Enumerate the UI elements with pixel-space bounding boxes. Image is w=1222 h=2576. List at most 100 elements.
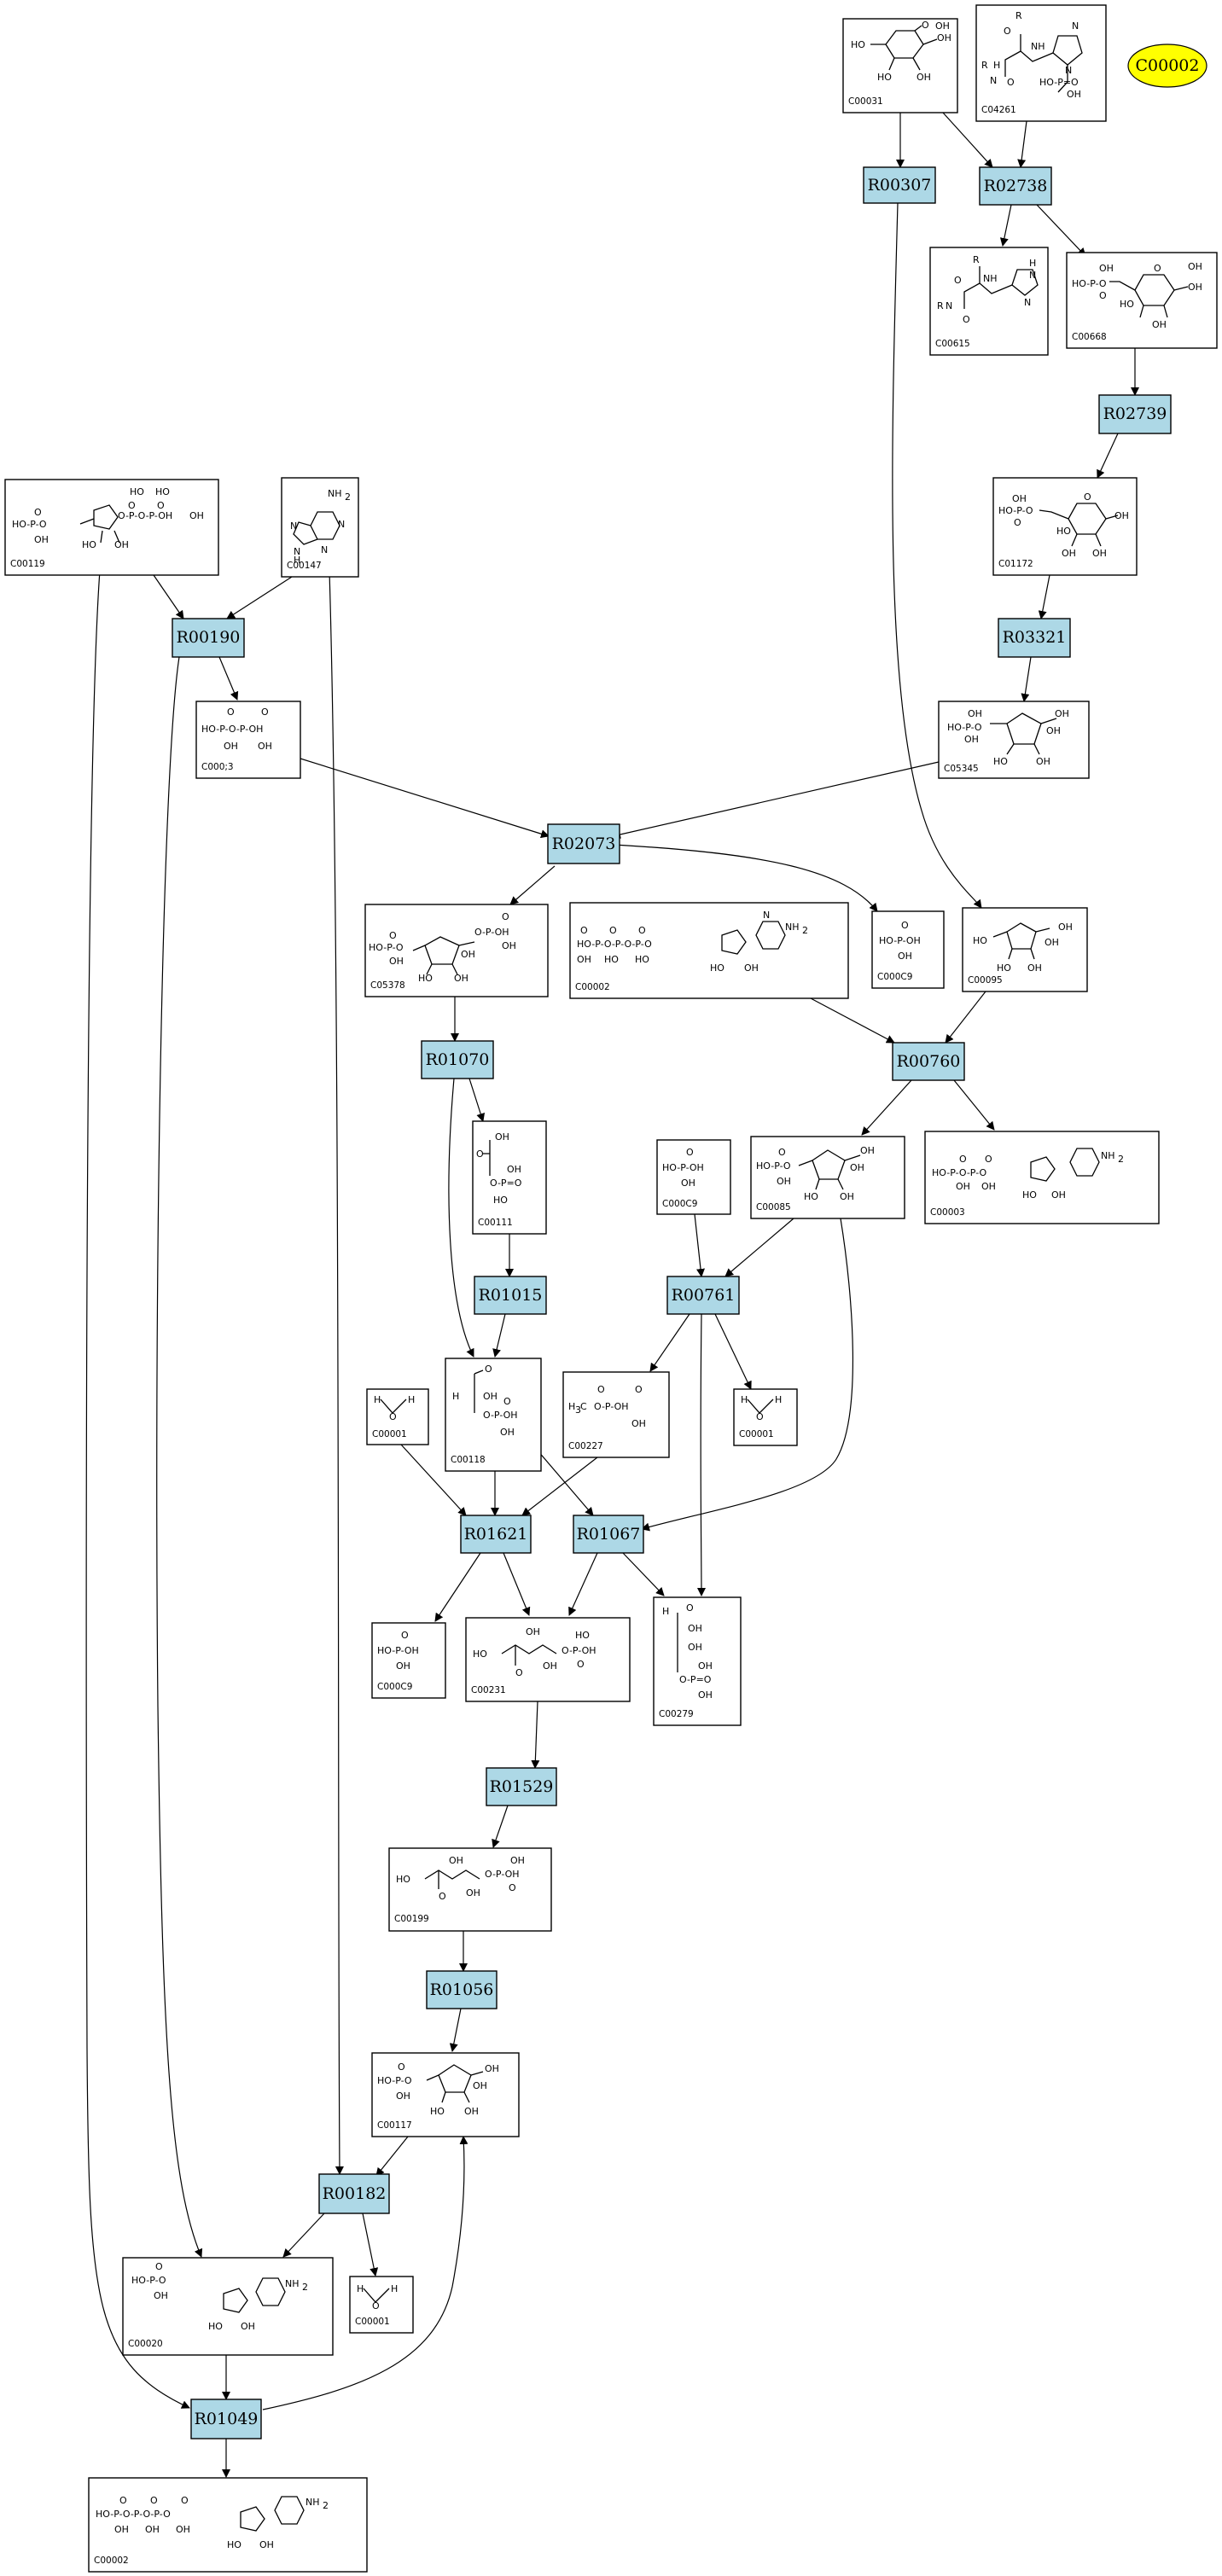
svg-text:H: H — [741, 1394, 748, 1405]
edge-c00227-r01621 — [521, 1457, 598, 1516]
edge-c00031-r02738 — [942, 112, 993, 168]
compound-c00615[interactable]: RO NHR NO HN N C00615 — [929, 247, 1049, 356]
svg-text:HO-P-O: HO-P-O — [369, 942, 404, 953]
compound-c00111[interactable]: OHO OHO-P=O HO C00111 — [472, 1120, 547, 1235]
svg-text:OH: OH — [1152, 319, 1167, 330]
svg-text:O: O — [119, 2495, 127, 2506]
svg-text:OH: OH — [1092, 548, 1107, 559]
reaction-r02073[interactable]: R02073 — [547, 823, 620, 864]
svg-text:OH: OH — [396, 1660, 410, 1672]
svg-text:HO-P-O: HO-P-O — [1072, 278, 1107, 289]
edge-c00231-r01529 — [531, 1701, 540, 1769]
svg-text:O: O — [580, 925, 588, 936]
svg-text:HO-P=O: HO-P=O — [1039, 77, 1079, 88]
reaction-r00307[interactable]: R00307 — [863, 166, 936, 204]
svg-text:HO: HO — [604, 954, 619, 965]
compound-c00009-b[interactable]: O HO-P-OH OH C000C9 — [656, 1139, 731, 1215]
reaction-r03321[interactable]: R03321 — [998, 618, 1071, 658]
reaction-r02739[interactable]: R02739 — [1098, 394, 1172, 434]
reaction-r01070[interactable]: R01070 — [421, 1040, 494, 1079]
svg-text:OH: OH — [1036, 756, 1050, 767]
compound-c00009-c[interactable]: O HO-P-OH OH C000C9 — [371, 1622, 446, 1699]
reaction-r00190[interactable]: R00190 — [172, 618, 245, 658]
edges — [85, 112, 1139, 2478]
svg-text:H: H — [775, 1394, 782, 1405]
reaction-r00761[interactable]: R00761 — [666, 1276, 740, 1315]
svg-text:OH: OH — [454, 973, 468, 984]
svg-text:NH: NH — [328, 488, 342, 499]
svg-text:O: O — [954, 275, 962, 286]
svg-text:C00227: C00227 — [568, 1441, 603, 1451]
reaction-r01015[interactable]: R01015 — [474, 1276, 547, 1315]
svg-text:O: O — [1084, 491, 1091, 503]
svg-text:OH: OH — [396, 2090, 410, 2102]
svg-text:O: O — [577, 1659, 585, 1670]
svg-text:O: O — [686, 1602, 694, 1614]
svg-text:HO: HO — [993, 756, 1008, 767]
svg-text:H: H — [452, 1391, 459, 1402]
compound-c00001-c[interactable]: HO H C00001 — [349, 2276, 414, 2334]
svg-text:2: 2 — [323, 2500, 329, 2511]
svg-text:2: 2 — [802, 925, 808, 936]
svg-text:C00615: C00615 — [935, 339, 970, 349]
svg-text:C00031: C00031 — [848, 96, 883, 107]
compound-c00118[interactable]: OH OHO-P-OH OOH C00118 — [445, 1358, 542, 1472]
svg-text:OH: OH — [258, 741, 272, 752]
svg-text:HO: HO — [1022, 1189, 1037, 1201]
svg-text:HO-P-O-P-O-P-O: HO-P-O-P-O-P-O — [96, 2509, 171, 2520]
svg-text:OH: OH — [1188, 261, 1202, 272]
reaction-r01067[interactable]: R01067 — [573, 1515, 644, 1554]
compound-c00001-b[interactable]: HO H C00001 — [733, 1388, 798, 1446]
reaction-r01049[interactable]: R01049 — [190, 2399, 262, 2439]
reaction-r00182[interactable]: R00182 — [318, 2173, 390, 2214]
svg-text:OH: OH — [1012, 493, 1027, 504]
compound-c00009-a[interactable]: O HO-P-OH OH C000C9 — [871, 910, 945, 989]
svg-text:HO: HO — [155, 486, 170, 497]
reaction-r01621[interactable]: R01621 — [460, 1515, 532, 1554]
reaction-r02738[interactable]: R02738 — [979, 166, 1052, 206]
svg-text:OH: OH — [461, 949, 475, 960]
compound-c00001-a[interactable]: HO H C00001 — [366, 1388, 429, 1445]
compound-c04261[interactable]: RO NHR HN ON NHO-P=O OH C04261 — [975, 4, 1107, 122]
svg-text:OH: OH — [114, 539, 129, 550]
svg-text:C00111: C00111 — [478, 1218, 513, 1228]
svg-text:C00147: C00147 — [287, 561, 322, 571]
reaction-r01056[interactable]: R01056 — [426, 1970, 498, 2009]
svg-text:O: O — [985, 1154, 992, 1165]
svg-text:N: N — [990, 75, 997, 86]
edge-c00002a-r00760 — [810, 997, 895, 1044]
svg-text:O: O — [476, 1148, 484, 1160]
reaction-r00760[interactable]: R00760 — [892, 1042, 965, 1081]
svg-text:HO-P-O: HO-P-O — [12, 519, 47, 530]
svg-text:O: O — [963, 314, 970, 325]
svg-text:O: O — [439, 1891, 446, 1902]
svg-text:OH: OH — [241, 2321, 255, 2332]
svg-text:HO-P-O: HO-P-O — [131, 2275, 166, 2286]
edge-c00147-r00182 — [328, 542, 344, 2175]
reaction-r01529[interactable]: R01529 — [486, 1767, 557, 1806]
svg-text:NH: NH — [285, 2278, 300, 2289]
svg-text:H: H — [1029, 258, 1036, 269]
svg-text:R01529: R01529 — [490, 1777, 554, 1796]
highlighted-compound[interactable]: C00002 — [1127, 44, 1207, 88]
